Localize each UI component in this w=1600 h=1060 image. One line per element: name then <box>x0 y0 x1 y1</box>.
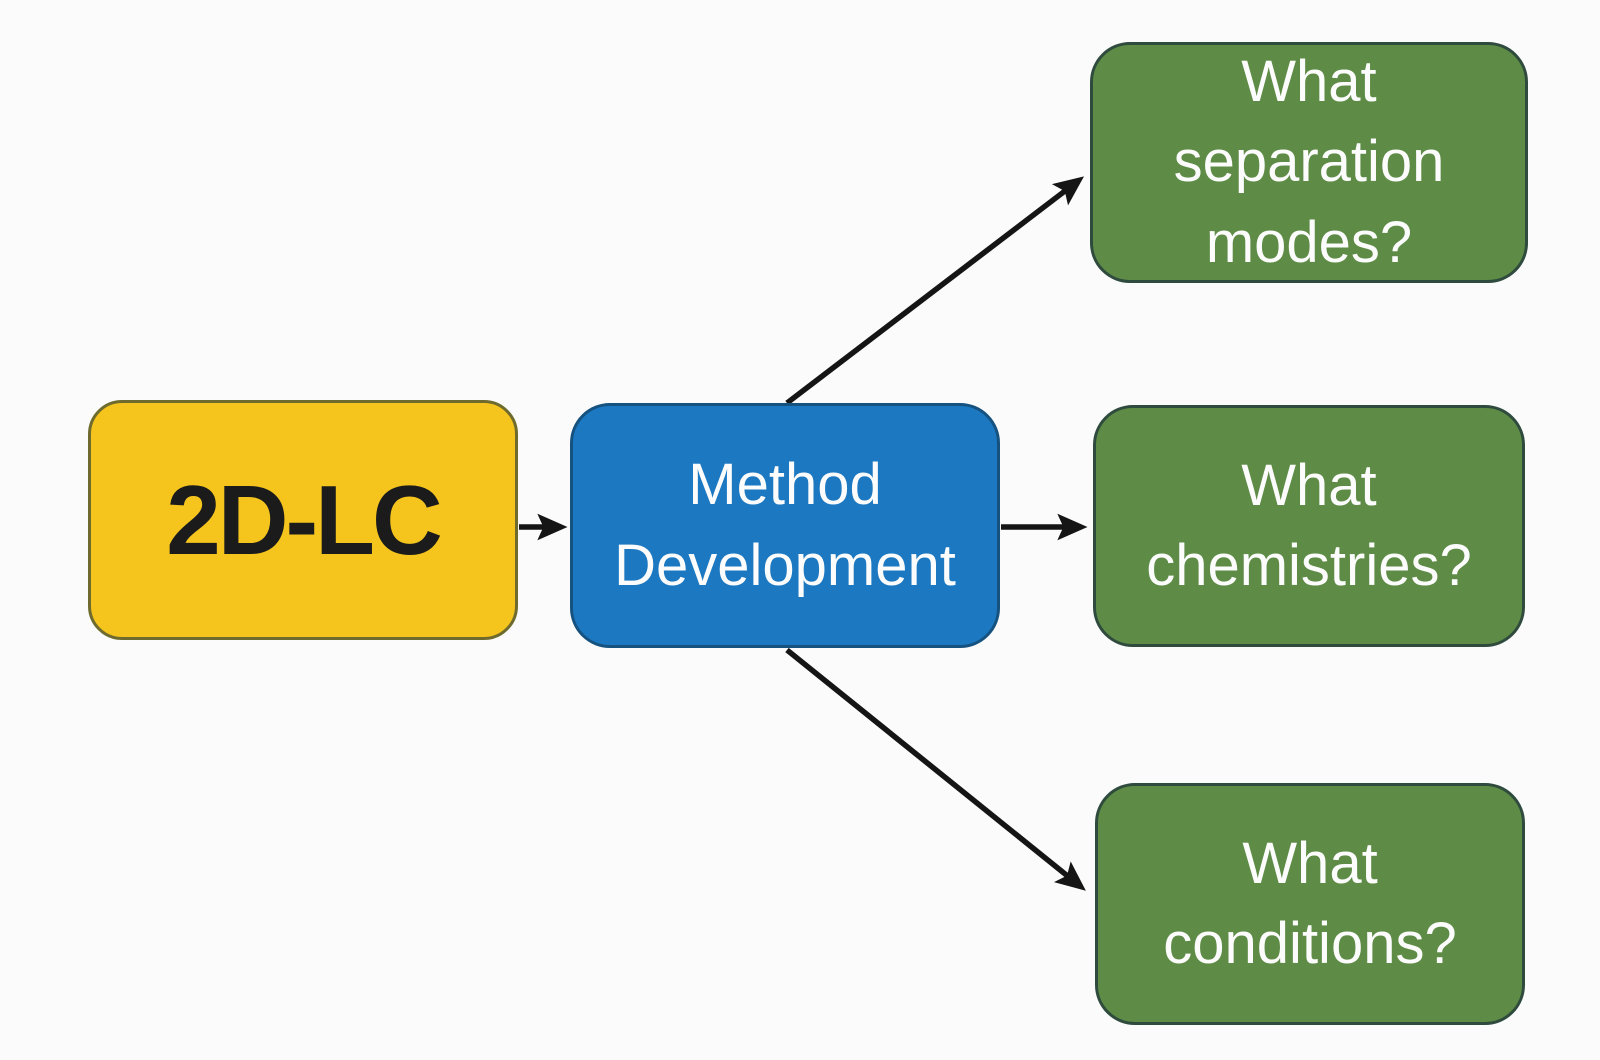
node-2d-lc: 2D-LC <box>88 400 518 640</box>
node-what-separation-modes-label: What separation modes? <box>1173 49 1445 275</box>
arrow-method-to-separation-modes <box>785 176 1085 406</box>
node-what-conditions-label: What conditions? <box>1163 830 1457 976</box>
node-what-chemistries: What chemistries? <box>1093 405 1525 647</box>
arrow-method-to-conditions <box>785 647 1086 891</box>
node-what-chemistries-label: What chemistries? <box>1146 452 1472 598</box>
node-2d-lc-label: 2D-LC <box>166 465 443 575</box>
node-method-development: Method Development <box>570 403 1000 648</box>
node-method-development-label: Method Development <box>614 452 956 598</box>
node-what-separation-modes: What separation modes? <box>1090 42 1528 283</box>
node-what-conditions: What conditions? <box>1095 783 1525 1025</box>
